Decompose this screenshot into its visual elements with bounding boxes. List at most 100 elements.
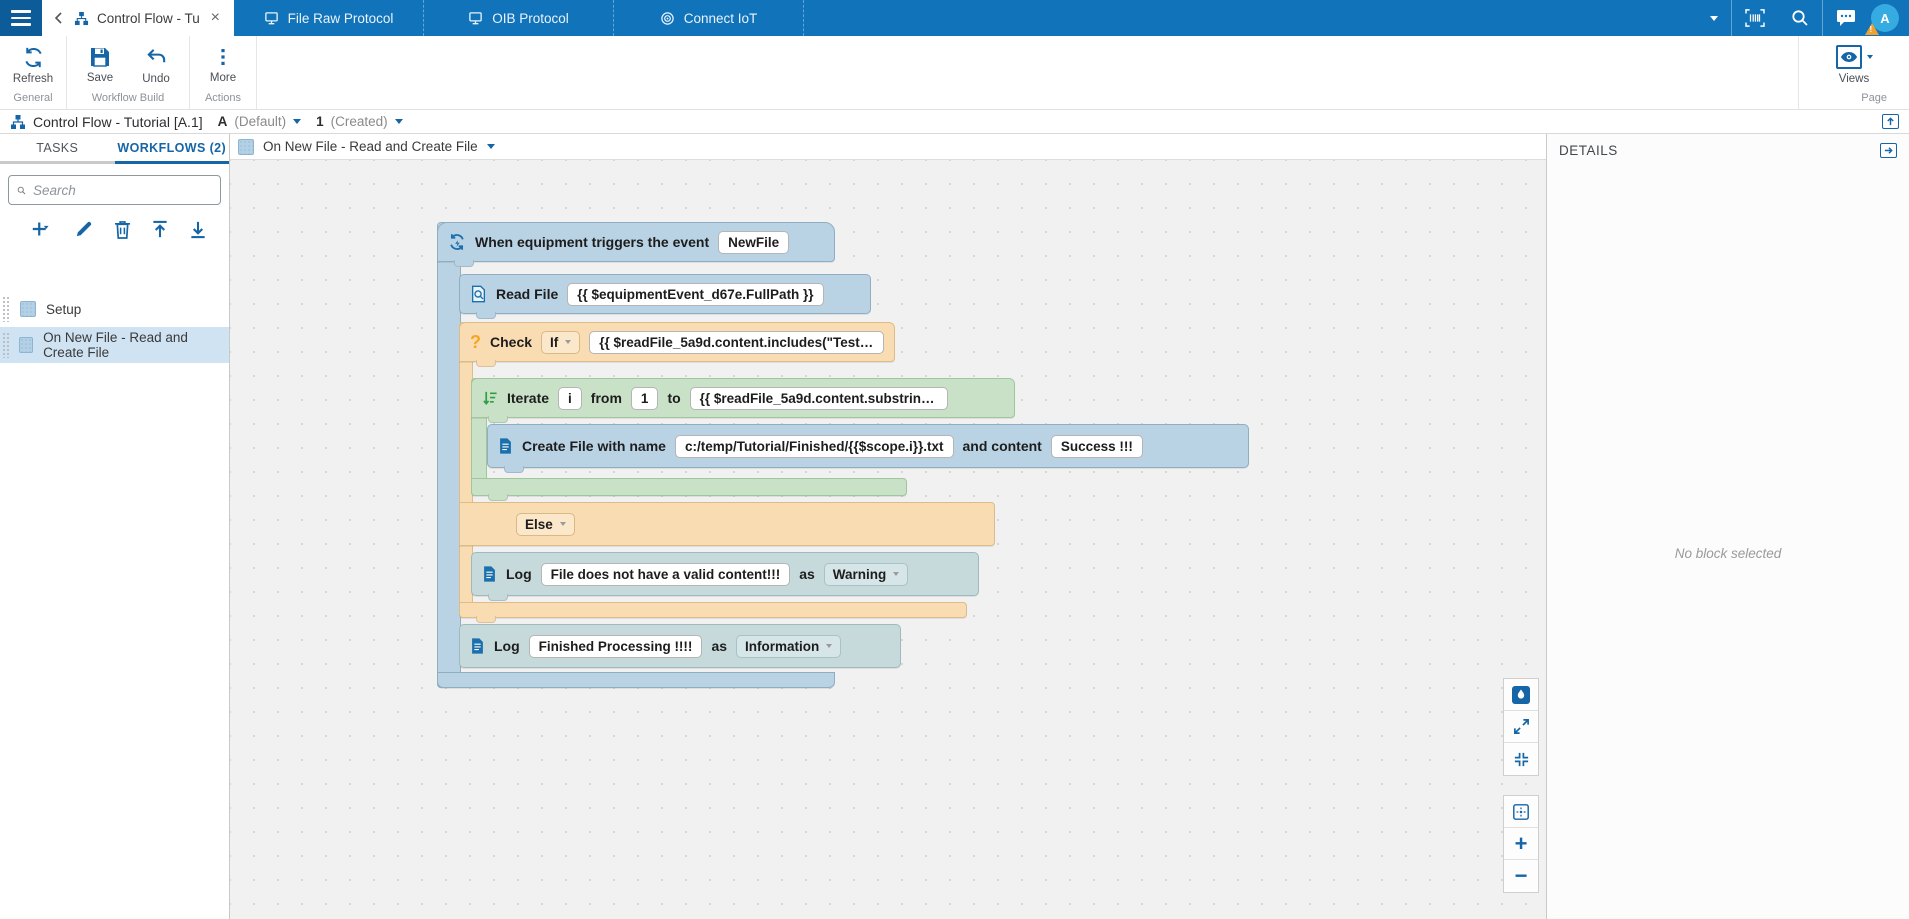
log-message-field[interactable]: File does not have a valid content!!! bbox=[540, 562, 791, 586]
iterate-block-footer[interactable] bbox=[471, 478, 907, 501]
version-dropdown-icon[interactable] bbox=[293, 119, 302, 124]
back-chevron-icon[interactable] bbox=[52, 11, 66, 25]
divider bbox=[1731, 0, 1732, 36]
center-view-button[interactable] bbox=[1504, 796, 1538, 828]
theme-button[interactable] bbox=[1504, 679, 1538, 711]
read-file-path-field[interactable]: {{ $equipmentEvent_d67e.FullPath }} bbox=[567, 282, 824, 306]
iterate-to-field[interactable]: {{ $readFile_5a9d.content.substring(size… bbox=[689, 386, 948, 410]
blockly-workspace[interactable]: When equipment triggers the event NewFil… bbox=[230, 160, 1546, 919]
search-button[interactable] bbox=[1778, 0, 1822, 36]
create-file-name-field[interactable]: c:/temp/Tutorial/Finished/{{$scope.i}}.t… bbox=[674, 434, 954, 458]
check-label: Check bbox=[490, 334, 533, 350]
event-block-spine[interactable] bbox=[437, 222, 461, 688]
create-file-label: Create File with name bbox=[522, 438, 666, 454]
else-dropdown[interactable]: Else bbox=[516, 512, 575, 536]
collapse-blocks-button[interactable] bbox=[1504, 743, 1538, 775]
divider bbox=[1822, 0, 1823, 36]
log-level-dropdown[interactable]: Warning bbox=[823, 562, 909, 586]
refresh-button[interactable]: Refresh bbox=[6, 43, 60, 88]
active-document-tab[interactable]: Control Flow - Tutorial × bbox=[42, 0, 234, 36]
delete-workflow-button[interactable] bbox=[114, 220, 131, 239]
expand-top-panel-button[interactable] bbox=[1882, 114, 1899, 129]
log-as-label: as bbox=[711, 638, 728, 654]
add-workflow-button[interactable] bbox=[30, 219, 54, 239]
event-block-label: When equipment triggers the event bbox=[475, 234, 710, 250]
ribbon-group-general: Refresh General bbox=[0, 36, 67, 109]
workflow-item-label: On New File - Read and Create File bbox=[43, 330, 188, 360]
search-input[interactable] bbox=[33, 182, 212, 198]
target-icon bbox=[660, 11, 674, 25]
iterate-block[interactable]: Iterate i from 1 to {{ $readFile_5a9d.co… bbox=[471, 378, 1015, 423]
undo-label: Undo bbox=[142, 72, 170, 85]
else-row[interactable]: Else bbox=[459, 502, 995, 546]
iterate-label: Iterate bbox=[507, 390, 550, 406]
center-icon bbox=[1513, 803, 1529, 820]
undo-button[interactable]: Undo bbox=[129, 43, 183, 88]
log-level-dropdown[interactable]: Information bbox=[736, 634, 842, 658]
iterate-from-label: from bbox=[590, 390, 622, 406]
hamburger-menu-button[interactable] bbox=[0, 0, 42, 36]
log-message-field[interactable]: Finished Processing !!!! bbox=[528, 634, 703, 658]
question-icon: ? bbox=[470, 331, 481, 352]
revision-number: 1 bbox=[316, 114, 324, 129]
log-warning-block[interactable]: Log File does not have a valid content!!… bbox=[471, 552, 979, 601]
save-label: Save bbox=[86, 72, 114, 84]
check-block-footer[interactable] bbox=[459, 602, 967, 623]
move-to-bottom-button[interactable] bbox=[189, 220, 207, 239]
tab-workflows[interactable]: WORKFLOWS (2) bbox=[114, 134, 229, 164]
more-button[interactable]: More bbox=[196, 43, 250, 87]
views-caret-icon[interactable] bbox=[1866, 55, 1873, 59]
tab-tasks[interactable]: TASKS bbox=[0, 134, 115, 164]
iterate-var-field[interactable]: i bbox=[558, 386, 582, 410]
workflow-actions bbox=[0, 211, 229, 249]
search-box bbox=[8, 175, 221, 205]
log-icon bbox=[472, 638, 483, 654]
messages-button[interactable] bbox=[1823, 0, 1869, 36]
ribbon-group-workflow-build: Save Undo Workflow Build bbox=[67, 36, 190, 109]
undo-icon bbox=[146, 48, 165, 62]
edit-workflow-button[interactable] bbox=[74, 220, 93, 239]
zoom-in-button[interactable]: + bbox=[1504, 828, 1538, 860]
canvas-header[interactable]: On New File - Read and Create File bbox=[230, 134, 1546, 160]
refresh-label: Refresh bbox=[12, 72, 54, 85]
revision-dropdown-icon[interactable] bbox=[394, 119, 403, 124]
log-info-block[interactable]: Log Finished Processing !!!! as Informat… bbox=[459, 624, 901, 668]
close-tab-icon[interactable]: × bbox=[210, 9, 220, 26]
tab-label: Connect IoT bbox=[683, 10, 758, 26]
views-button[interactable]: Views bbox=[1819, 42, 1889, 88]
tab-oib-protocol[interactable]: OIB Protocol bbox=[424, 0, 614, 36]
drag-handle[interactable] bbox=[2, 332, 9, 358]
move-to-top-button[interactable] bbox=[151, 220, 169, 239]
iterate-from-field[interactable]: 1 bbox=[630, 386, 659, 410]
barcode-scan-button[interactable] bbox=[1732, 0, 1778, 36]
read-file-block[interactable]: Read File {{ $equipmentEvent_d67e.FullPa… bbox=[459, 274, 871, 319]
protocol-icon bbox=[264, 11, 278, 24]
create-file-content-field[interactable]: Success !!! bbox=[1050, 434, 1143, 458]
create-file-block[interactable]: Create File with name c:/temp/Tutorial/F… bbox=[487, 424, 1249, 473]
tab-connect-iot[interactable]: Connect IoT bbox=[614, 0, 804, 36]
collapse-details-button[interactable] bbox=[1880, 143, 1897, 158]
tab-label: OIB Protocol bbox=[492, 10, 569, 26]
drag-handle[interactable] bbox=[2, 296, 10, 322]
check-block[interactable]: ? Check If {{ $readFile_5a9d.content.inc… bbox=[459, 322, 895, 367]
event-trigger-block[interactable]: When equipment triggers the event NewFil… bbox=[437, 222, 835, 267]
zoom-out-button[interactable]: − bbox=[1504, 860, 1538, 892]
check-operator-dropdown[interactable]: If bbox=[541, 330, 581, 354]
save-button[interactable]: Save bbox=[73, 43, 127, 87]
workflow-item-setup[interactable]: Setup bbox=[0, 291, 229, 327]
top-bar: Control Flow - Tutorial × File Raw Proto… bbox=[0, 0, 1909, 36]
check-condition-field[interactable]: {{ $readFile_5a9d.content.includes("Test… bbox=[589, 330, 884, 354]
tabs-dropdown-button[interactable] bbox=[1697, 0, 1731, 36]
event-block-footer[interactable] bbox=[437, 672, 835, 688]
workflow-swatch-icon bbox=[20, 301, 36, 317]
workflow-item-on-new-file[interactable]: On New File - Read and Create File bbox=[0, 327, 229, 363]
tab-file-raw-protocol[interactable]: File Raw Protocol bbox=[234, 0, 424, 36]
expand-blocks-button[interactable] bbox=[1504, 711, 1538, 743]
workflow-select-caret-icon[interactable] bbox=[486, 144, 495, 149]
event-name-field[interactable]: NewFile bbox=[718, 230, 790, 254]
workflow-icon bbox=[74, 11, 89, 25]
user-avatar[interactable]: A bbox=[1865, 4, 1899, 35]
read-file-label: Read File bbox=[496, 286, 559, 302]
iterate-to-label: to bbox=[667, 390, 681, 406]
read-file-icon bbox=[471, 285, 486, 303]
